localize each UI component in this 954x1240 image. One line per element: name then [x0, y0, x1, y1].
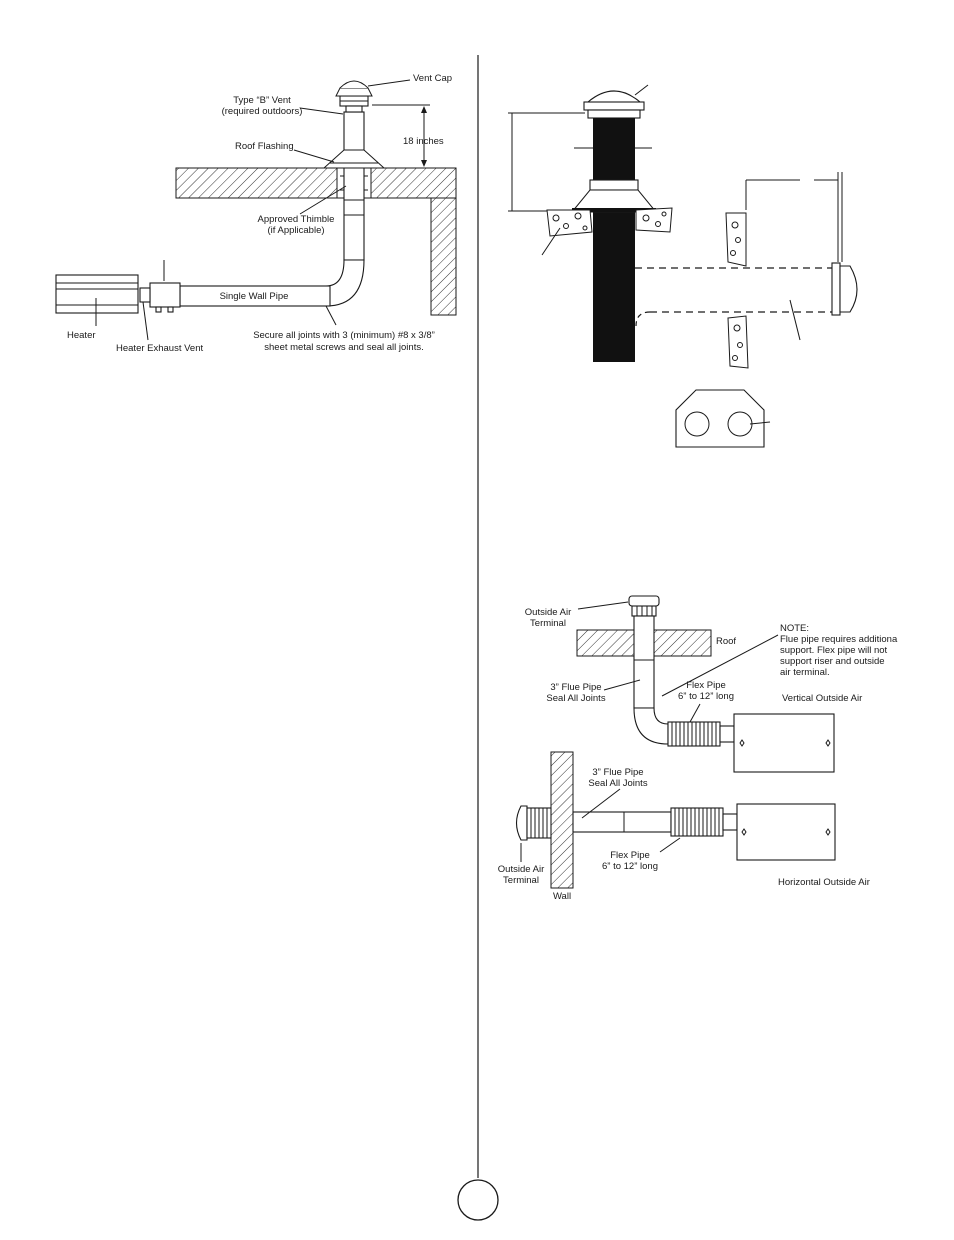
- label-heater: Heater: [67, 330, 96, 341]
- label-heater-exhaust-vent: Heater Exhaust Vent: [116, 343, 203, 354]
- label-roof: Roof: [716, 636, 736, 647]
- label-outside-air-h-2: Terminal: [503, 875, 539, 886]
- page-number-circle: [457, 1179, 499, 1221]
- diagram-outside-air: Outside Air Terminal Roof NOTE: Flue pip…: [498, 595, 898, 902]
- label-secure-line2: sheet metal screws and seal all joints.: [264, 342, 423, 353]
- vertical-vent-pipe: [343, 111, 365, 261]
- label-note-line2: support. Flex pipe will not: [780, 645, 888, 656]
- label-vertical-outside-air: Vertical Outside Air: [782, 693, 862, 704]
- heater-box-horizontal: [736, 803, 836, 861]
- label-type-b-vent: Type “B” Vent: [233, 95, 291, 106]
- diagram-roof-vent: Vent Cap Type “B” Vent (required outdoor…: [55, 73, 457, 354]
- label-flue-pipe-h-1: 3” Flue Pipe: [592, 767, 643, 778]
- roof-rubble-left: [546, 209, 593, 237]
- side-wall: [430, 197, 457, 316]
- wall-block: [550, 751, 574, 889]
- vent-cap-dome: [586, 90, 642, 103]
- label-approved-thimble-sub: (if Applicable): [267, 225, 324, 236]
- label-flue-pipe-v-2: Seal All Joints: [546, 693, 605, 704]
- heater-box-vertical: [733, 713, 835, 773]
- diagram-coaxial-vent: [508, 84, 858, 448]
- label-flex-pipe-v-2: 6” to 12” long: [678, 691, 734, 702]
- label-secure-line1: Secure all joints with 3 (minimum) #8 x …: [253, 330, 435, 341]
- label-flex-pipe-v-1: Flex Pipe: [686, 680, 726, 691]
- label-flue-pipe-h-2: Seal All Joints: [588, 778, 647, 789]
- label-single-wall-pipe: Single Wall Pipe: [220, 291, 289, 302]
- label-flex-pipe-h-2: 6” to 12” long: [602, 861, 658, 872]
- label-outside-air-h-1: Outside Air: [498, 864, 544, 875]
- label-18-inches: 18 inches: [403, 136, 444, 147]
- label-flue-pipe-v-1: 3” Flue Pipe: [550, 682, 601, 693]
- heater-exhaust-vent: [149, 282, 181, 308]
- vent-cap: [335, 80, 373, 113]
- twin-opening-plate: [675, 389, 765, 448]
- label-outside-air-terminal-1: Outside Air: [525, 607, 571, 618]
- vertical-black-pipe: [593, 118, 635, 362]
- heater-unit: [55, 274, 139, 314]
- label-roof-flashing: Roof Flashing: [235, 141, 294, 152]
- label-approved-thimble: Approved Thimble: [258, 214, 335, 225]
- pipe-elbow: [325, 259, 365, 307]
- wall-rubble-bottom: [727, 315, 749, 369]
- label-outside-air-terminal-2: Terminal: [530, 618, 566, 629]
- label-type-b-vent-sub: (required outdoors): [222, 106, 303, 117]
- label-note-line1: Flue pipe requires additiona: [780, 634, 898, 645]
- label-vent-cap: Vent Cap: [413, 73, 452, 84]
- label-flex-pipe-h-1: Flex Pipe: [610, 850, 650, 861]
- label-wall: Wall: [553, 891, 571, 902]
- roof-flashing: [322, 149, 386, 169]
- roof-slab: [175, 167, 457, 199]
- label-note-line4: air terminal.: [780, 667, 830, 678]
- label-note-line3: support riser and outside: [780, 656, 885, 667]
- label-horizontal-outside-air: Horizontal Outside Air: [778, 877, 870, 888]
- label-note-title: NOTE:: [780, 623, 809, 634]
- roof-rubble-right: [635, 207, 673, 233]
